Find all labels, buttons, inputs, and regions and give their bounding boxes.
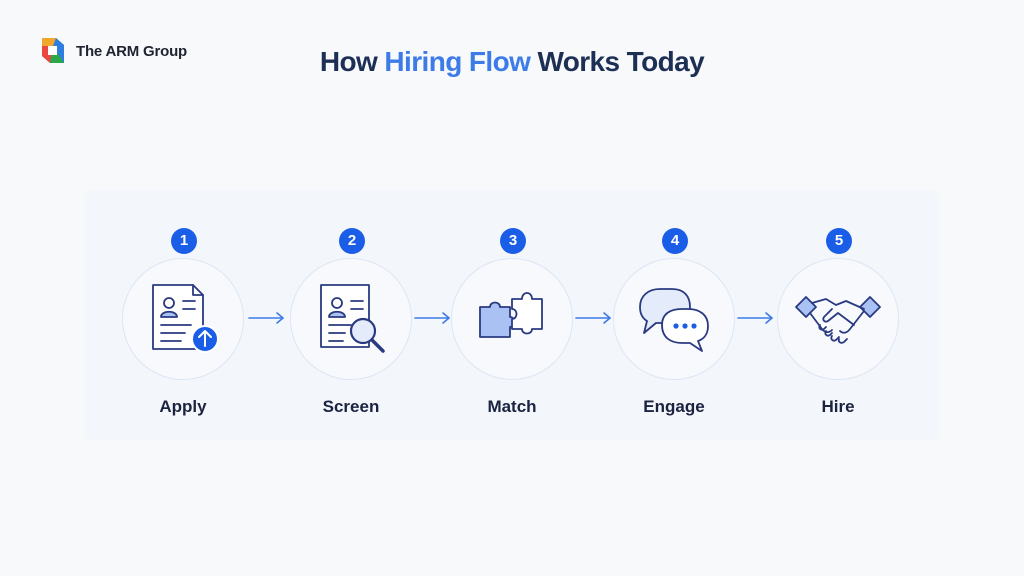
step-icon-circle — [613, 258, 735, 380]
arrow-right-icon — [575, 312, 611, 324]
arm-group-logo-icon — [42, 38, 64, 63]
arrow-right-icon — [414, 312, 450, 324]
title-prefix: How — [319, 46, 378, 77]
step-number-badge: 3 — [500, 228, 526, 254]
step-engage: 4 Engage — [612, 190, 736, 440]
hiring-flow-panel: 1 Apply 2 — [84, 190, 940, 440]
step-icon-circle — [451, 258, 573, 380]
step-icon-circle — [777, 258, 899, 380]
step-label: Hire — [821, 397, 855, 416]
step-hire: 5 Hire — [776, 190, 900, 440]
step-label: Match — [487, 397, 537, 416]
puzzle-icon — [479, 292, 543, 338]
title-suffix: Works Today — [537, 46, 705, 77]
step-icon-circle — [290, 258, 412, 380]
step-label: Engage — [643, 397, 705, 416]
page-title: How Hiring Flow Works Today — [0, 46, 1024, 78]
arrow-right-icon — [737, 312, 773, 324]
chat-bubbles-icon — [639, 288, 709, 352]
step-label: Apply — [159, 397, 207, 416]
arrow-right-icon — [248, 312, 284, 324]
brand: The ARM Group — [38, 36, 187, 66]
resume-upload-icon — [152, 284, 219, 353]
step-match: 3 Match — [450, 190, 574, 440]
step-screen: 2 Screen — [289, 190, 413, 440]
step-number-badge: 1 — [171, 228, 197, 254]
brand-name: The ARM Group — [76, 42, 187, 60]
resume-search-icon — [320, 284, 385, 353]
step-label: Screen — [322, 397, 380, 416]
step-number-badge: 2 — [339, 228, 365, 254]
step-icon-circle — [122, 258, 244, 380]
step-number-badge: 4 — [662, 228, 688, 254]
step-apply: 1 Apply — [121, 190, 245, 440]
step-number-badge: 5 — [826, 228, 852, 254]
handshake-icon — [795, 296, 881, 344]
title-highlight: Hiring Flow — [384, 46, 531, 77]
